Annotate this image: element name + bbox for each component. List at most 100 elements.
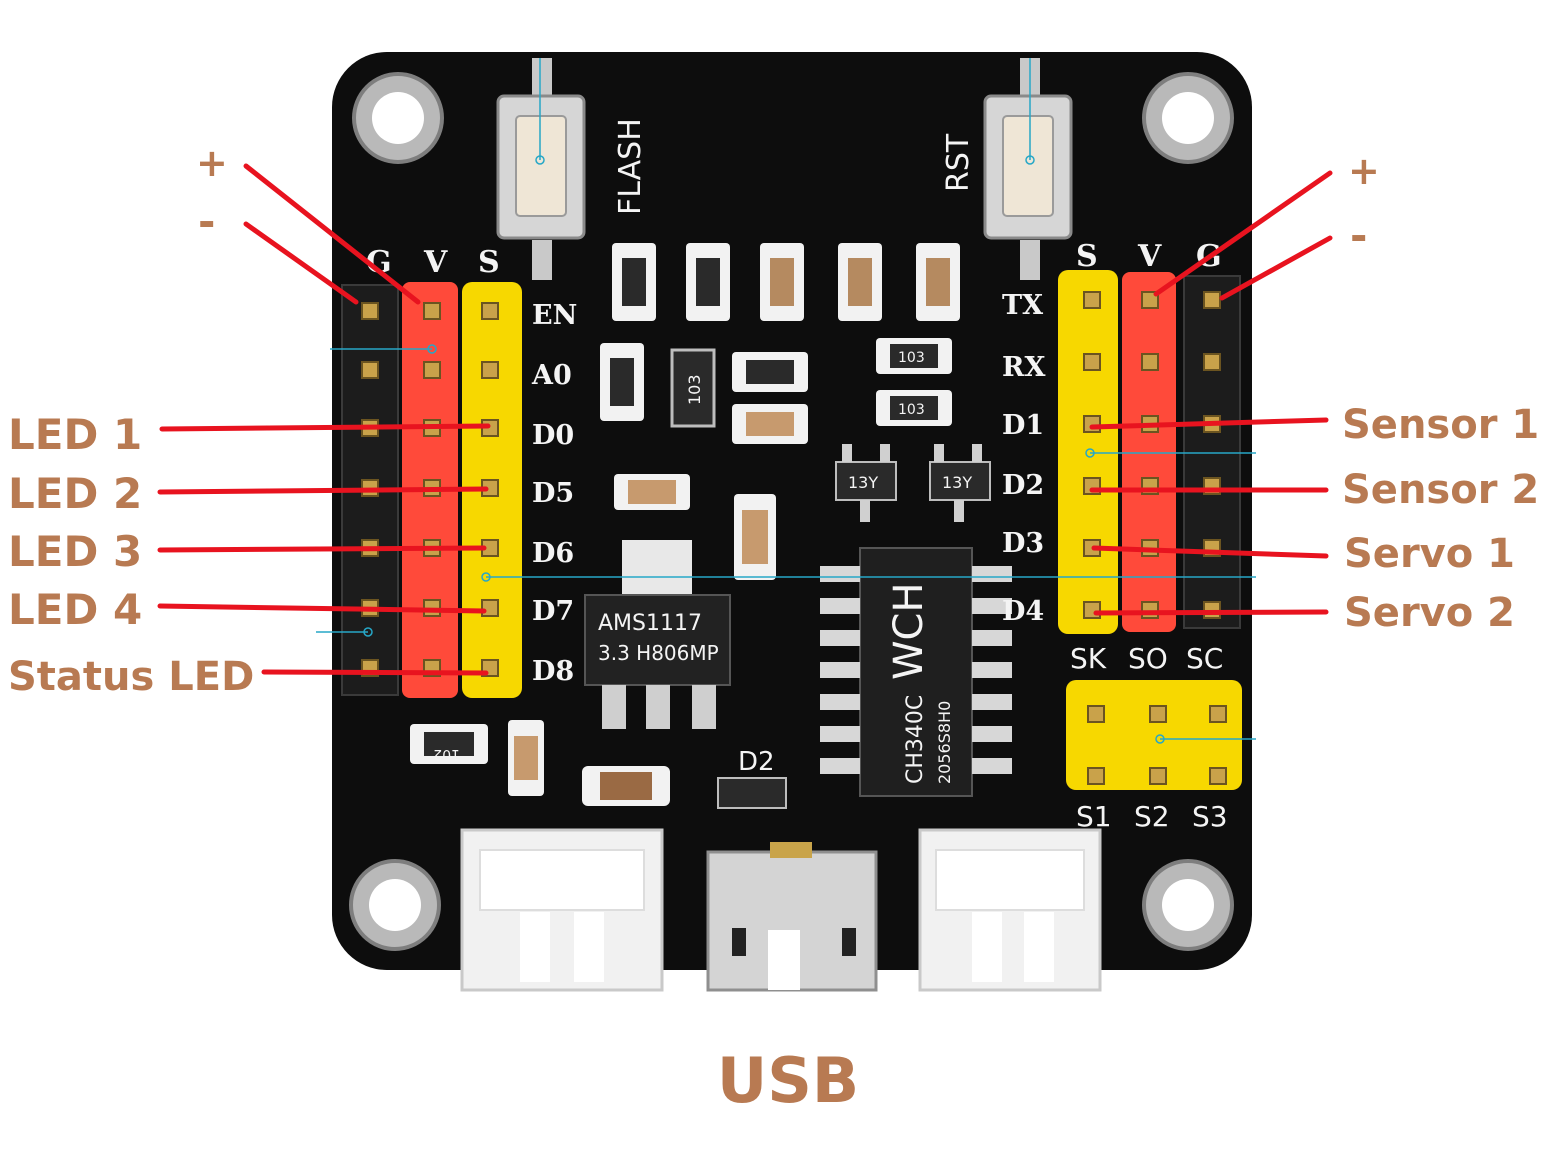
transistors: 13Y 13Y bbox=[835, 444, 991, 522]
d2-label: D2 bbox=[738, 747, 775, 777]
left-col-s: S bbox=[478, 245, 500, 280]
header-pin bbox=[1149, 767, 1167, 785]
right-pin-d2: D2 bbox=[1002, 470, 1044, 501]
spi-sk: SK bbox=[1070, 642, 1107, 675]
left-col-v: V bbox=[423, 245, 448, 280]
resistor-103-label-b: 103 bbox=[898, 350, 925, 366]
chip-model: CH340C bbox=[903, 695, 928, 784]
sensor2-label: Sensor 2 bbox=[1342, 467, 1539, 513]
chip-code: 2056S8H0 bbox=[935, 701, 954, 784]
voltage-regulator: AMS1117 3.3 H806MP bbox=[584, 540, 731, 729]
led1-label: LED 1 bbox=[8, 410, 142, 459]
header-pin bbox=[361, 302, 379, 320]
left-pin-en: EN bbox=[532, 300, 577, 331]
right-pin-d1: D1 bbox=[1002, 410, 1044, 441]
left-minus-label: - bbox=[198, 197, 215, 246]
right-signal-header bbox=[1058, 270, 1118, 634]
spi-jumper-header: SK SO SC S1 S2 S3 bbox=[1066, 642, 1242, 833]
pcb-board: FLASH RST 103 bbox=[316, 52, 1256, 992]
right-labels: + - Sensor 1 Sensor 2 Servo 1 Servo 2 bbox=[1342, 149, 1539, 636]
header-pin bbox=[1203, 353, 1221, 371]
right-pin-d4: D4 bbox=[1002, 596, 1044, 627]
header-pin bbox=[423, 361, 441, 379]
right-pin-tx: TX bbox=[1002, 290, 1043, 321]
transistor-13y-a: 13Y bbox=[848, 473, 878, 492]
smd-components-top: 103 103 103 bbox=[600, 243, 960, 580]
led3-label: LED 3 bbox=[8, 527, 142, 576]
spi-sc: SC bbox=[1186, 642, 1223, 675]
regulator-line2: 3.3 H806MP bbox=[598, 641, 719, 665]
resistor-102-label: 102 bbox=[433, 746, 460, 762]
header-pin bbox=[1087, 767, 1105, 785]
left-pin-d5: D5 bbox=[532, 478, 574, 509]
left-pin-a0: A0 bbox=[531, 360, 572, 391]
servo1-label: Servo 1 bbox=[1344, 531, 1515, 577]
resistor-103-label-a: 103 bbox=[685, 374, 704, 405]
led4-label: LED 4 bbox=[8, 585, 142, 634]
header-pin bbox=[1209, 767, 1227, 785]
right-pin-header: S V G TX RX D1 D2 D3 D4 bbox=[1002, 239, 1241, 634]
arrow-led3 bbox=[157, 545, 487, 553]
arrow-sensor1 bbox=[1089, 417, 1329, 430]
arrow-servo1 bbox=[1091, 545, 1329, 559]
header-pin bbox=[1141, 601, 1159, 619]
header-pin bbox=[1083, 601, 1101, 619]
transistor-13y-b: 13Y bbox=[942, 473, 972, 492]
spi-s3: S3 bbox=[1192, 800, 1228, 833]
arrow-status-led bbox=[261, 669, 489, 676]
right-plus-label: + bbox=[1348, 149, 1380, 193]
left-plus-label: + bbox=[196, 141, 228, 185]
arrow-left-plus bbox=[243, 163, 421, 305]
header-pin bbox=[1141, 291, 1159, 309]
header-pin bbox=[1203, 291, 1221, 309]
header-pin bbox=[481, 302, 499, 320]
right-col-s: S bbox=[1076, 239, 1098, 274]
servo2-label: Servo 2 bbox=[1344, 590, 1515, 636]
left-pin-d8: D8 bbox=[532, 656, 574, 687]
smd-components-bottom: 102 D2 bbox=[410, 720, 787, 809]
header-pin bbox=[1083, 415, 1101, 433]
status-led-label: Status LED bbox=[8, 654, 254, 700]
right-pin-d3: D3 bbox=[1002, 528, 1044, 559]
annotation-arrows bbox=[157, 163, 1333, 676]
arrow-led1 bbox=[159, 423, 491, 432]
reset-button: RST bbox=[941, 58, 1073, 280]
arrow-left-minus bbox=[243, 221, 359, 305]
right-ground-header bbox=[1183, 275, 1241, 629]
header-pin bbox=[1087, 705, 1105, 723]
arrow-right-minus bbox=[1219, 235, 1333, 301]
right-minus-label: - bbox=[1350, 211, 1367, 260]
arrow-servo2 bbox=[1093, 609, 1329, 616]
spi-s1: S1 bbox=[1076, 800, 1112, 833]
header-pin bbox=[481, 599, 499, 617]
right-pin-rx: RX bbox=[1002, 352, 1045, 383]
left-labels: + - LED 1 LED 2 LED 3 LED 4 Status LED bbox=[8, 141, 254, 700]
arrow-led2 bbox=[157, 486, 489, 495]
header-pin bbox=[1083, 291, 1101, 309]
usb-label: USB bbox=[717, 1044, 859, 1117]
bottom-connectors bbox=[460, 828, 1102, 992]
resistor-103-label-c: 103 bbox=[898, 402, 925, 418]
right-col-v: V bbox=[1137, 239, 1162, 274]
right-power-header bbox=[1122, 272, 1176, 632]
header-pin bbox=[481, 361, 499, 379]
left-pin-d7: D7 bbox=[532, 596, 574, 627]
flash-button: FLASH bbox=[496, 58, 648, 280]
left-pin-d0: D0 bbox=[532, 420, 574, 451]
led2-label: LED 2 bbox=[8, 469, 142, 518]
header-pin bbox=[1141, 353, 1159, 371]
usb-serial-chip: WCH CH340C 2056S8H0 bbox=[820, 547, 1012, 797]
spi-so: SO bbox=[1128, 642, 1168, 675]
regulator-line1: AMS1117 bbox=[598, 611, 702, 636]
spi-s2: S2 bbox=[1134, 800, 1170, 833]
flash-label: FLASH bbox=[613, 118, 648, 215]
rst-label: RST bbox=[941, 133, 976, 192]
header-pin bbox=[423, 302, 441, 320]
header-pin bbox=[1083, 353, 1101, 371]
mounting-holes bbox=[349, 72, 1234, 951]
arrow-right-plus bbox=[1153, 170, 1333, 297]
header-pin bbox=[1209, 705, 1227, 723]
sensor1-label: Sensor 1 bbox=[1342, 402, 1539, 448]
header-pin bbox=[1149, 705, 1167, 723]
